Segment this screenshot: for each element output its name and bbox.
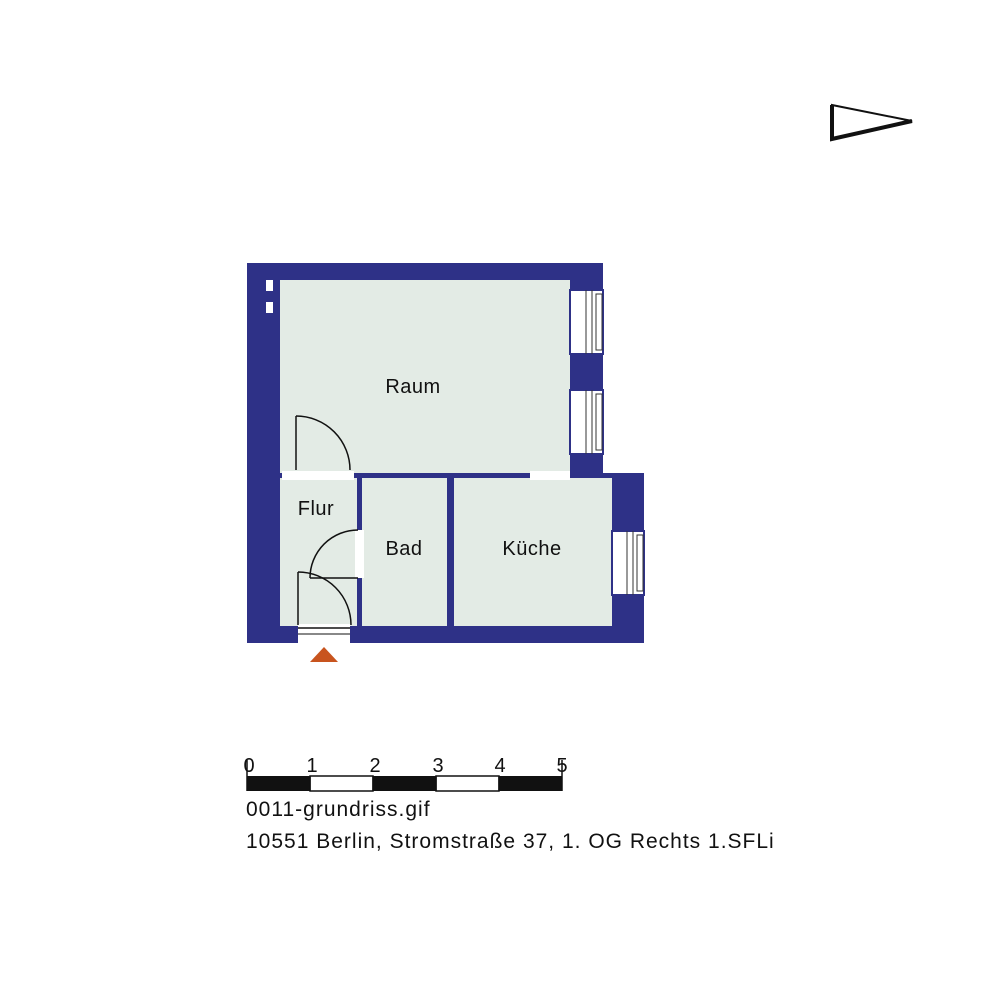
- room-label-kueche: Küche: [502, 538, 561, 560]
- window-kueche: [611, 530, 645, 596]
- floor-bad: [362, 478, 447, 626]
- room-floors: [280, 280, 612, 626]
- windows: [569, 289, 645, 596]
- scale-bar: 0 1 2 3 4 5: [243, 755, 568, 792]
- scale-label: 5: [556, 755, 567, 777]
- door-opening-kueche: [530, 471, 570, 480]
- window-raum-lower: [569, 389, 604, 455]
- floor-flur: [280, 478, 357, 626]
- floor-kueche: [454, 478, 612, 626]
- floor-raum: [280, 280, 570, 473]
- scale-label: 4: [494, 755, 505, 777]
- north-arrow-icon: [830, 103, 913, 142]
- wall-marker: [266, 302, 273, 313]
- window-raum-upper: [569, 289, 604, 355]
- room-label-flur: Flur: [298, 498, 334, 520]
- entrance-arrow-icon: [310, 647, 338, 662]
- scale-label: 1: [306, 755, 317, 777]
- door-opening-bad: [355, 530, 364, 578]
- door-opening-raum: [282, 471, 354, 480]
- scale-label: 2: [369, 755, 380, 777]
- scale-label: 3: [432, 755, 443, 777]
- caption-address: 10551 Berlin, Stromstraße 37, 1. OG Rech…: [246, 830, 775, 853]
- wall-marker: [266, 280, 273, 291]
- door-swings: [295, 415, 359, 626]
- caption-filename: 0011-grundriss.gif: [246, 798, 431, 821]
- room-label-raum: Raum: [385, 376, 440, 398]
- room-label-bad: Bad: [385, 538, 422, 560]
- scale-label: 0: [243, 755, 254, 777]
